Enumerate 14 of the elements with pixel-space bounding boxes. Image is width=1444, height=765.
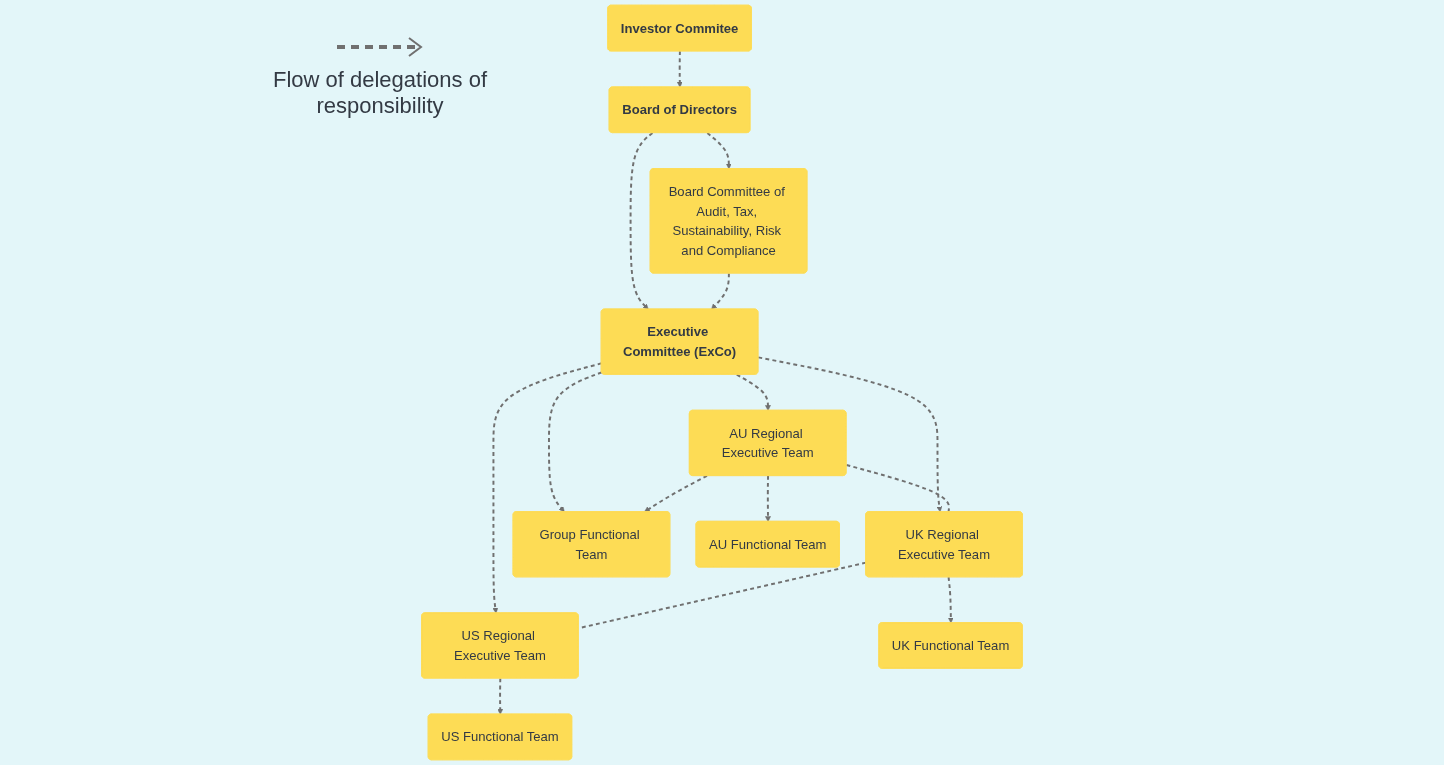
arrow: [711, 272, 730, 310]
arrow: [947, 576, 954, 624]
arrow: [706, 131, 732, 170]
arrow: [629, 131, 654, 310]
arrow: [492, 362, 603, 614]
connector: [845, 464, 950, 513]
arrow: [735, 373, 771, 411]
arrow: [497, 677, 504, 715]
arrow: [757, 356, 943, 513]
arrow: [644, 474, 708, 513]
legend-text: Flow of delegations of responsibility: [273, 67, 487, 118]
arrow: [765, 474, 771, 522]
arrow: [548, 371, 603, 513]
arrow: [676, 50, 683, 88]
